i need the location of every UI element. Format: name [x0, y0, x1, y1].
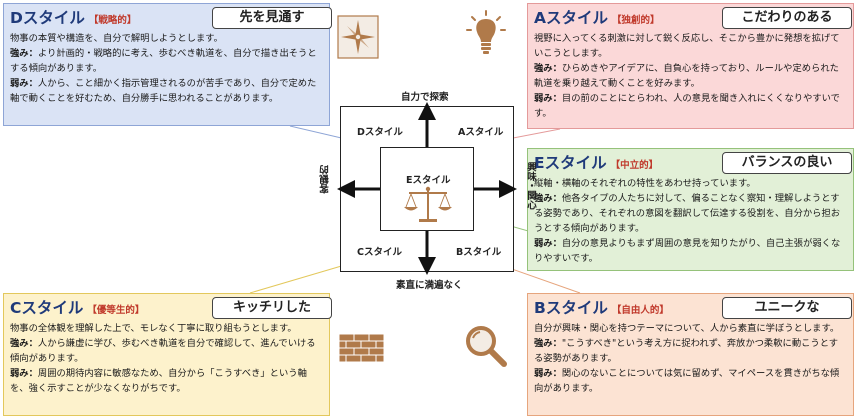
- style-b-card: Bスタイル【自由人的】 ユニークな 自分が興味・関心を持つテーマについて、人から…: [527, 293, 854, 416]
- style-a-tag: 【独創的】: [612, 15, 660, 26]
- style-e-strength: 強み：他各タイプの人たちに対して、偏ることなく察知・理解しようとする姿勢であり、…: [534, 193, 841, 234]
- style-c-description: 物事の全体観を理解した上で、モレなく丁寧に取り組もうとします。: [10, 323, 297, 334]
- style-e-description: 縦軸・横軸のそれぞれの特性をあわせ持っています。: [534, 178, 756, 189]
- style-b-strength: 強み："こうすべき"という考え方に捉われず、奔放かつ柔軟に動こうとする姿勢があり…: [534, 338, 839, 364]
- style-d-description: 物事の本質や構造を、自分で解明しようとします。: [10, 33, 223, 44]
- axis-top-label: 自力で探索: [401, 92, 449, 103]
- style-c-weakness: 弱み：周囲の期待内容に敏感なため、自分から「こうすべき」という軸を、強く示すこと…: [10, 368, 307, 394]
- style-a-card: Aスタイル【独創的】 こだわりのある 視野に入ってくる刺激に対して鋭く反応し、そ…: [527, 3, 854, 129]
- style-e-title: Eスタイル【中立的】: [534, 154, 659, 172]
- style-a-keyword: こだわりのある: [722, 7, 852, 29]
- style-c-strength: 強み：人から謙虚に学び、歩むべき軌道を自分で確認して、進んでいける傾向があります…: [10, 338, 316, 364]
- quadrant-b-label: Bスタイル: [456, 247, 502, 258]
- style-d-tag: 【戦略的】: [88, 15, 137, 26]
- brick-wall-icon: [339, 334, 385, 363]
- quadrant-e-label: Eスタイル: [406, 175, 451, 186]
- style-a-description: 視野に入ってくる刺激に対して鋭く反応し、そこから豊かに発想を拡げていこうとします…: [534, 33, 840, 59]
- style-d-title: Dスタイル【戦略的】: [10, 9, 137, 27]
- style-a-weakness: 弱み：目の前のことにとらわれ、人の意見を聞き入れにくくなりやすいです。: [534, 93, 840, 119]
- style-c-card: Cスタイル【優等生的】 キッチリした 物事の全体観を理解した上で、モレなく丁寧に…: [3, 293, 332, 416]
- style-d-keyword: 先を見通す: [212, 7, 332, 29]
- scales-icon: [404, 186, 452, 222]
- style-b-description: 自分が興味・関心を持つテーマについて、人から素直に学ぼうとします。: [534, 323, 840, 334]
- lightbulb-icon: [466, 10, 506, 54]
- style-d-card: Dスタイル【戦略的】 先を見通す 物事の本質や構造を、自分で解明しようとします。…: [3, 3, 332, 126]
- style-b-weakness: 弱み：関心のないことについては気に留めず、マイペースを貫きがちな傾向があります。: [534, 368, 840, 394]
- compass-icon: [337, 15, 379, 59]
- style-a-strength: 強み：ひらめきやアイデアに、自負心を持っており、ルールや定められた軌道を乗り越え…: [534, 63, 839, 89]
- style-b-tag: 【自由人的】: [611, 305, 669, 316]
- style-e-keyword: バランスの良い: [722, 152, 852, 174]
- style-e-tag: 【中立的】: [610, 160, 659, 171]
- quadrant-c-label: Cスタイル: [357, 247, 402, 258]
- connector-c: [249, 261, 356, 294]
- style-e-weakness: 弱み：自分の意見よりもまず周囲の意見を知りたがり、自己主張が弱くなりやすいです。: [534, 238, 841, 264]
- style-b-title: Bスタイル【自由人的】: [534, 299, 669, 317]
- style-a-title: Aスタイル【独創的】: [534, 9, 660, 27]
- style-d-weakness: 弱み：人から、こと細かく指示管理されるのが苦手であり、自分で定めた軸で動くことを…: [10, 78, 317, 104]
- style-c-tag: 【優等生的】: [87, 305, 145, 316]
- axis-bottom-label: 素直に満遍なく: [396, 280, 463, 291]
- style-b-keyword: ユニークな: [722, 297, 852, 319]
- style-d-strength: 強み：より計画的・戦略的に考え、歩むべき軌道を、自分で描き出そうとする傾向があり…: [10, 48, 317, 74]
- style-c-keyword: キッチリした: [212, 297, 332, 319]
- quadrant-a-label: Aスタイル: [458, 127, 504, 138]
- magnifier-icon: [466, 326, 507, 367]
- quadrant-d-label: Dスタイル: [357, 127, 403, 138]
- axis-right-label: 興味・関心: [525, 162, 536, 210]
- axis-left-label: 客観的: [320, 165, 331, 194]
- style-e-card: Eスタイル【中立的】 バランスの良い 縦軸・横軸のそれぞれの特性をあわせ持ってい…: [527, 148, 854, 271]
- style-c-title: Cスタイル【優等生的】: [10, 299, 145, 317]
